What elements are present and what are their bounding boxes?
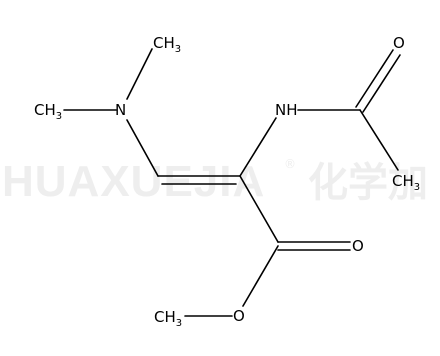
label-o-ester: O [233, 307, 245, 325]
label-ch3-acetyl: CH3 [392, 172, 420, 193]
label-o-carbonyl-acetyl: O [393, 34, 405, 52]
label-ch3-left: CH3 [34, 101, 62, 122]
bond-acyl-c-o-double-2 [362, 54, 401, 113]
bond-n-ch3-top [126, 48, 153, 100]
atom-labels: CH3 CH3 N NH O CH3 O O CH3 [34, 34, 420, 329]
watermark-brand: HUAXUEJIA [2, 157, 265, 206]
watermark-cn: 化学加 [308, 160, 428, 206]
watermark: HUAXUEJIA ® 化学加 [2, 157, 428, 206]
watermark-registered-mark: ® [284, 157, 296, 171]
label-ch3-ester: CH3 [154, 308, 182, 329]
bonds [63, 48, 401, 317]
bond-acyl-c-o-double-1 [355, 49, 394, 108]
label-ch3-top: CH3 [153, 34, 181, 55]
bond-acyl-c-ch3 [359, 109, 399, 171]
bond-n-vinyl-c [126, 119, 159, 177]
bond-ester-c-o-single [242, 245, 279, 307]
bond-c-ester-c [239, 175, 279, 243]
bond-c-nh [239, 117, 277, 177]
label-o-carbonyl-ester: O [352, 237, 364, 255]
label-n-amine: N [115, 101, 126, 119]
label-nh: NH [275, 101, 298, 119]
